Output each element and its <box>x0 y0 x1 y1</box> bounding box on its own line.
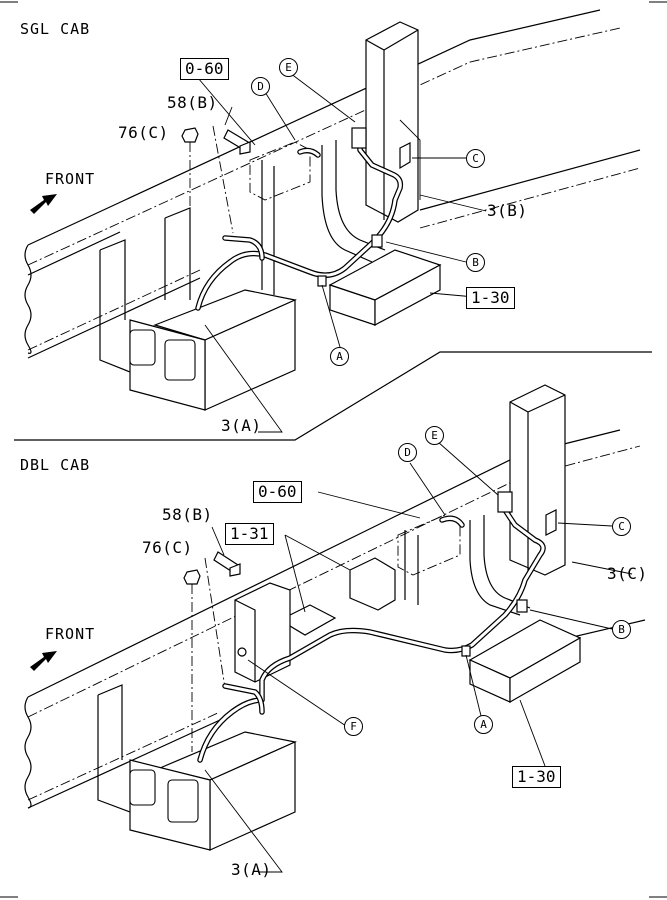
dbl-bolt-58b <box>213 551 241 577</box>
dbl-callout-e: E <box>425 426 444 445</box>
dbl-step <box>468 619 582 704</box>
sgl-callout-d: D <box>251 77 270 96</box>
dbl-cab-drawing <box>24 384 646 873</box>
dbl-nut-76c <box>183 569 201 585</box>
sgl-callout-e: E <box>279 58 298 77</box>
dbl-front-arrow <box>30 651 57 671</box>
dbl-front-label: FRONT <box>45 625 96 643</box>
dbl-callout-c: C <box>612 517 631 536</box>
dbl-ref-0-60[interactable]: 0-60 <box>253 481 302 503</box>
dbl-second-step <box>234 557 396 683</box>
dbl-ref-1-31[interactable]: 1-31 <box>225 523 274 545</box>
dbl-part-3a: 3(A) <box>231 860 272 879</box>
dbl-callout-b: B <box>612 620 631 639</box>
sgl-step <box>328 249 442 327</box>
dbl-dashed-unit <box>397 514 461 576</box>
dbl-leaders <box>204 441 633 873</box>
dbl-callout-d: D <box>398 443 417 462</box>
sgl-callout-b: B <box>466 253 485 272</box>
sgl-ref-0-60[interactable]: 0-60 <box>180 58 229 80</box>
sgl-part-3a: 3(A) <box>221 416 262 435</box>
section-divider <box>14 351 652 441</box>
sgl-battery-box <box>99 207 297 411</box>
sgl-tube <box>195 127 404 311</box>
dbl-ref-1-30[interactable]: 1-30 <box>512 766 561 788</box>
dbl-cab-mount <box>509 384 566 576</box>
sgl-bracket <box>261 140 386 295</box>
sgl-ref-1-30[interactable]: 1-30 <box>466 287 515 309</box>
dbl-bracket <box>404 515 531 616</box>
sgl-bolt-58b <box>223 129 251 155</box>
dbl-part-3c: 3(C) <box>607 564 648 583</box>
sgl-nut-76c <box>181 127 199 143</box>
dbl-cab-title: DBL CAB <box>20 456 91 474</box>
sgl-dashed-unit <box>249 141 311 201</box>
dbl-tube <box>197 491 546 763</box>
sgl-callout-c: C <box>466 149 485 168</box>
sgl-callout-a: A <box>330 347 349 366</box>
sgl-front-arrow <box>30 194 57 214</box>
sgl-part-76c: 76(C) <box>118 123 169 142</box>
dbl-battery-box <box>97 684 297 851</box>
dbl-callout-a: A <box>474 715 493 734</box>
sgl-leaders <box>197 72 487 433</box>
sgl-cab-drawing <box>24 9 641 433</box>
sgl-part-3b: 3(B) <box>487 201 528 220</box>
dbl-callout-f: F <box>344 717 363 736</box>
sgl-frame <box>24 9 641 359</box>
dbl-part-76c: 76(C) <box>142 538 193 557</box>
sgl-cab-mount <box>365 21 421 223</box>
sgl-part-58b: 58(B) <box>167 93 218 112</box>
dbl-part-58b: 58(B) <box>162 505 213 524</box>
sgl-front-label: FRONT <box>45 170 96 188</box>
sgl-cab-title: SGL CAB <box>20 20 91 38</box>
